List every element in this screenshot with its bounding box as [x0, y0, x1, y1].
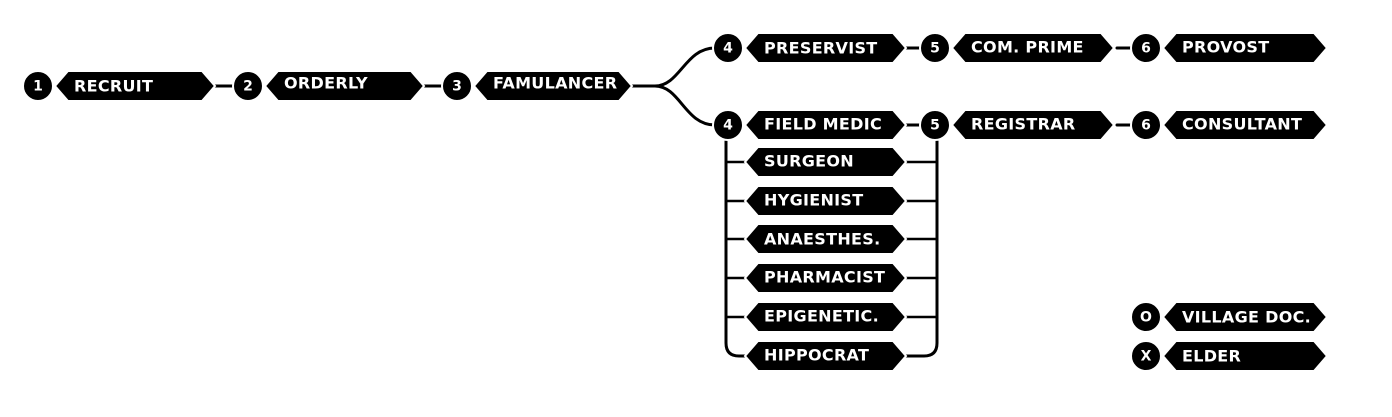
- rank-label: HYGIENIST: [764, 191, 863, 210]
- rank-number: 1: [33, 79, 43, 95]
- rank-badge: [712, 32, 744, 64]
- rank-label: EPIGENETIC.: [764, 307, 879, 326]
- rank-badge: [232, 70, 264, 102]
- rank-label: FIELD MEDIC: [764, 115, 882, 134]
- rank-number: 2: [243, 79, 253, 95]
- rank-label: HIPPOCRAT: [764, 346, 869, 365]
- rank-badge: [1130, 340, 1162, 372]
- connector-3-field-medic: [630, 84, 717, 127]
- rank-badge: [1130, 32, 1162, 64]
- node-anaesthes[interactable]: ANAESTHES.: [743, 223, 908, 255]
- rank-label: PROVOST: [1182, 38, 1269, 57]
- rank-symbol: O: [1140, 310, 1152, 326]
- node-registrar[interactable]: 5 REGISTRAR: [919, 109, 1116, 141]
- rank-badge: [712, 109, 744, 141]
- specialization-bracket-left: [724, 135, 750, 358]
- rank-label: SURGEON: [764, 152, 854, 171]
- rank-banner: [743, 185, 908, 217]
- rank-label: REGISTRAR: [971, 115, 1076, 134]
- rank-banner: [1161, 32, 1329, 64]
- rank-number: 5: [930, 41, 940, 57]
- connector-lines: [213, 46, 1136, 358]
- rank-label: FAMULANCER: [493, 74, 617, 93]
- rank-banner: [950, 32, 1116, 64]
- node-provost[interactable]: 6 PROVOST: [1130, 32, 1329, 64]
- rank-banner: [1161, 301, 1329, 333]
- rank-label: COM. PRIME: [971, 38, 1084, 57]
- rank-banner: [472, 70, 634, 102]
- rank-label: ORDERLY: [284, 74, 368, 93]
- rank-banner: [743, 146, 908, 178]
- rank-label: ELDER: [1182, 347, 1241, 366]
- rank-label: RECRUIT: [74, 77, 153, 96]
- rank-number: 4: [723, 41, 733, 57]
- node-surgeon[interactable]: SURGEON: [743, 146, 908, 178]
- rank-banner: [263, 70, 426, 102]
- node-elder[interactable]: X ELDER: [1130, 340, 1329, 372]
- rank-number: 6: [1141, 41, 1151, 57]
- rank-number: 4: [723, 118, 733, 134]
- rank-banner: [1161, 340, 1329, 372]
- rank-banner: [743, 301, 908, 333]
- rank-number: 5: [930, 118, 940, 134]
- node-field-medic[interactable]: 4 FIELD MEDIC: [712, 109, 908, 141]
- rank-label: PHARMACIST: [764, 268, 885, 287]
- rank-badge: [441, 70, 473, 102]
- rank-banner: [53, 70, 217, 102]
- rank-badge: [1130, 109, 1162, 141]
- node-village-doc[interactable]: O VILLAGE DOC.: [1130, 301, 1329, 333]
- rank-badge: [1130, 301, 1162, 333]
- node-consultant[interactable]: 6 CONSULTANT: [1130, 109, 1329, 141]
- rank-badge: [22, 70, 54, 102]
- node-hippocrat[interactable]: HIPPOCRAT: [743, 340, 908, 372]
- node-preservist[interactable]: 4 PRESERVIST: [712, 32, 908, 64]
- rank-banner: [743, 223, 908, 255]
- rank-banner: [1161, 109, 1329, 141]
- rank-label: PRESERVIST: [764, 39, 878, 58]
- rank-number: 3: [452, 79, 462, 95]
- rank-badge: [919, 32, 951, 64]
- rank-banner: [743, 109, 908, 141]
- rank-label: CONSULTANT: [1182, 115, 1302, 134]
- rank-banner: [743, 340, 908, 372]
- rank-label: ANAESTHES.: [764, 230, 880, 249]
- node-famulancer[interactable]: 3 FAMULANCER: [441, 70, 634, 102]
- rank-banner: [743, 262, 908, 294]
- rank-badge: [919, 109, 951, 141]
- node-pharmacist[interactable]: PHARMACIST: [743, 262, 908, 294]
- rank-symbol: X: [1141, 349, 1152, 365]
- node-epigenetic[interactable]: EPIGENETIC.: [743, 301, 908, 333]
- rank-banner: [743, 32, 908, 64]
- rank-label: VILLAGE DOC.: [1182, 308, 1311, 327]
- connector-3-preservist: [630, 46, 717, 88]
- node-recruit[interactable]: 1 RECRUIT: [22, 70, 217, 102]
- node-orderly[interactable]: 2 ORDERLY: [232, 70, 426, 102]
- rank-banner: [950, 109, 1116, 141]
- node-hygienist[interactable]: HYGIENIST: [743, 185, 908, 217]
- specialization-bracket-right: [903, 135, 939, 358]
- node-com-prime[interactable]: 5 COM. PRIME: [919, 32, 1116, 64]
- rank-number: 6: [1141, 118, 1151, 134]
